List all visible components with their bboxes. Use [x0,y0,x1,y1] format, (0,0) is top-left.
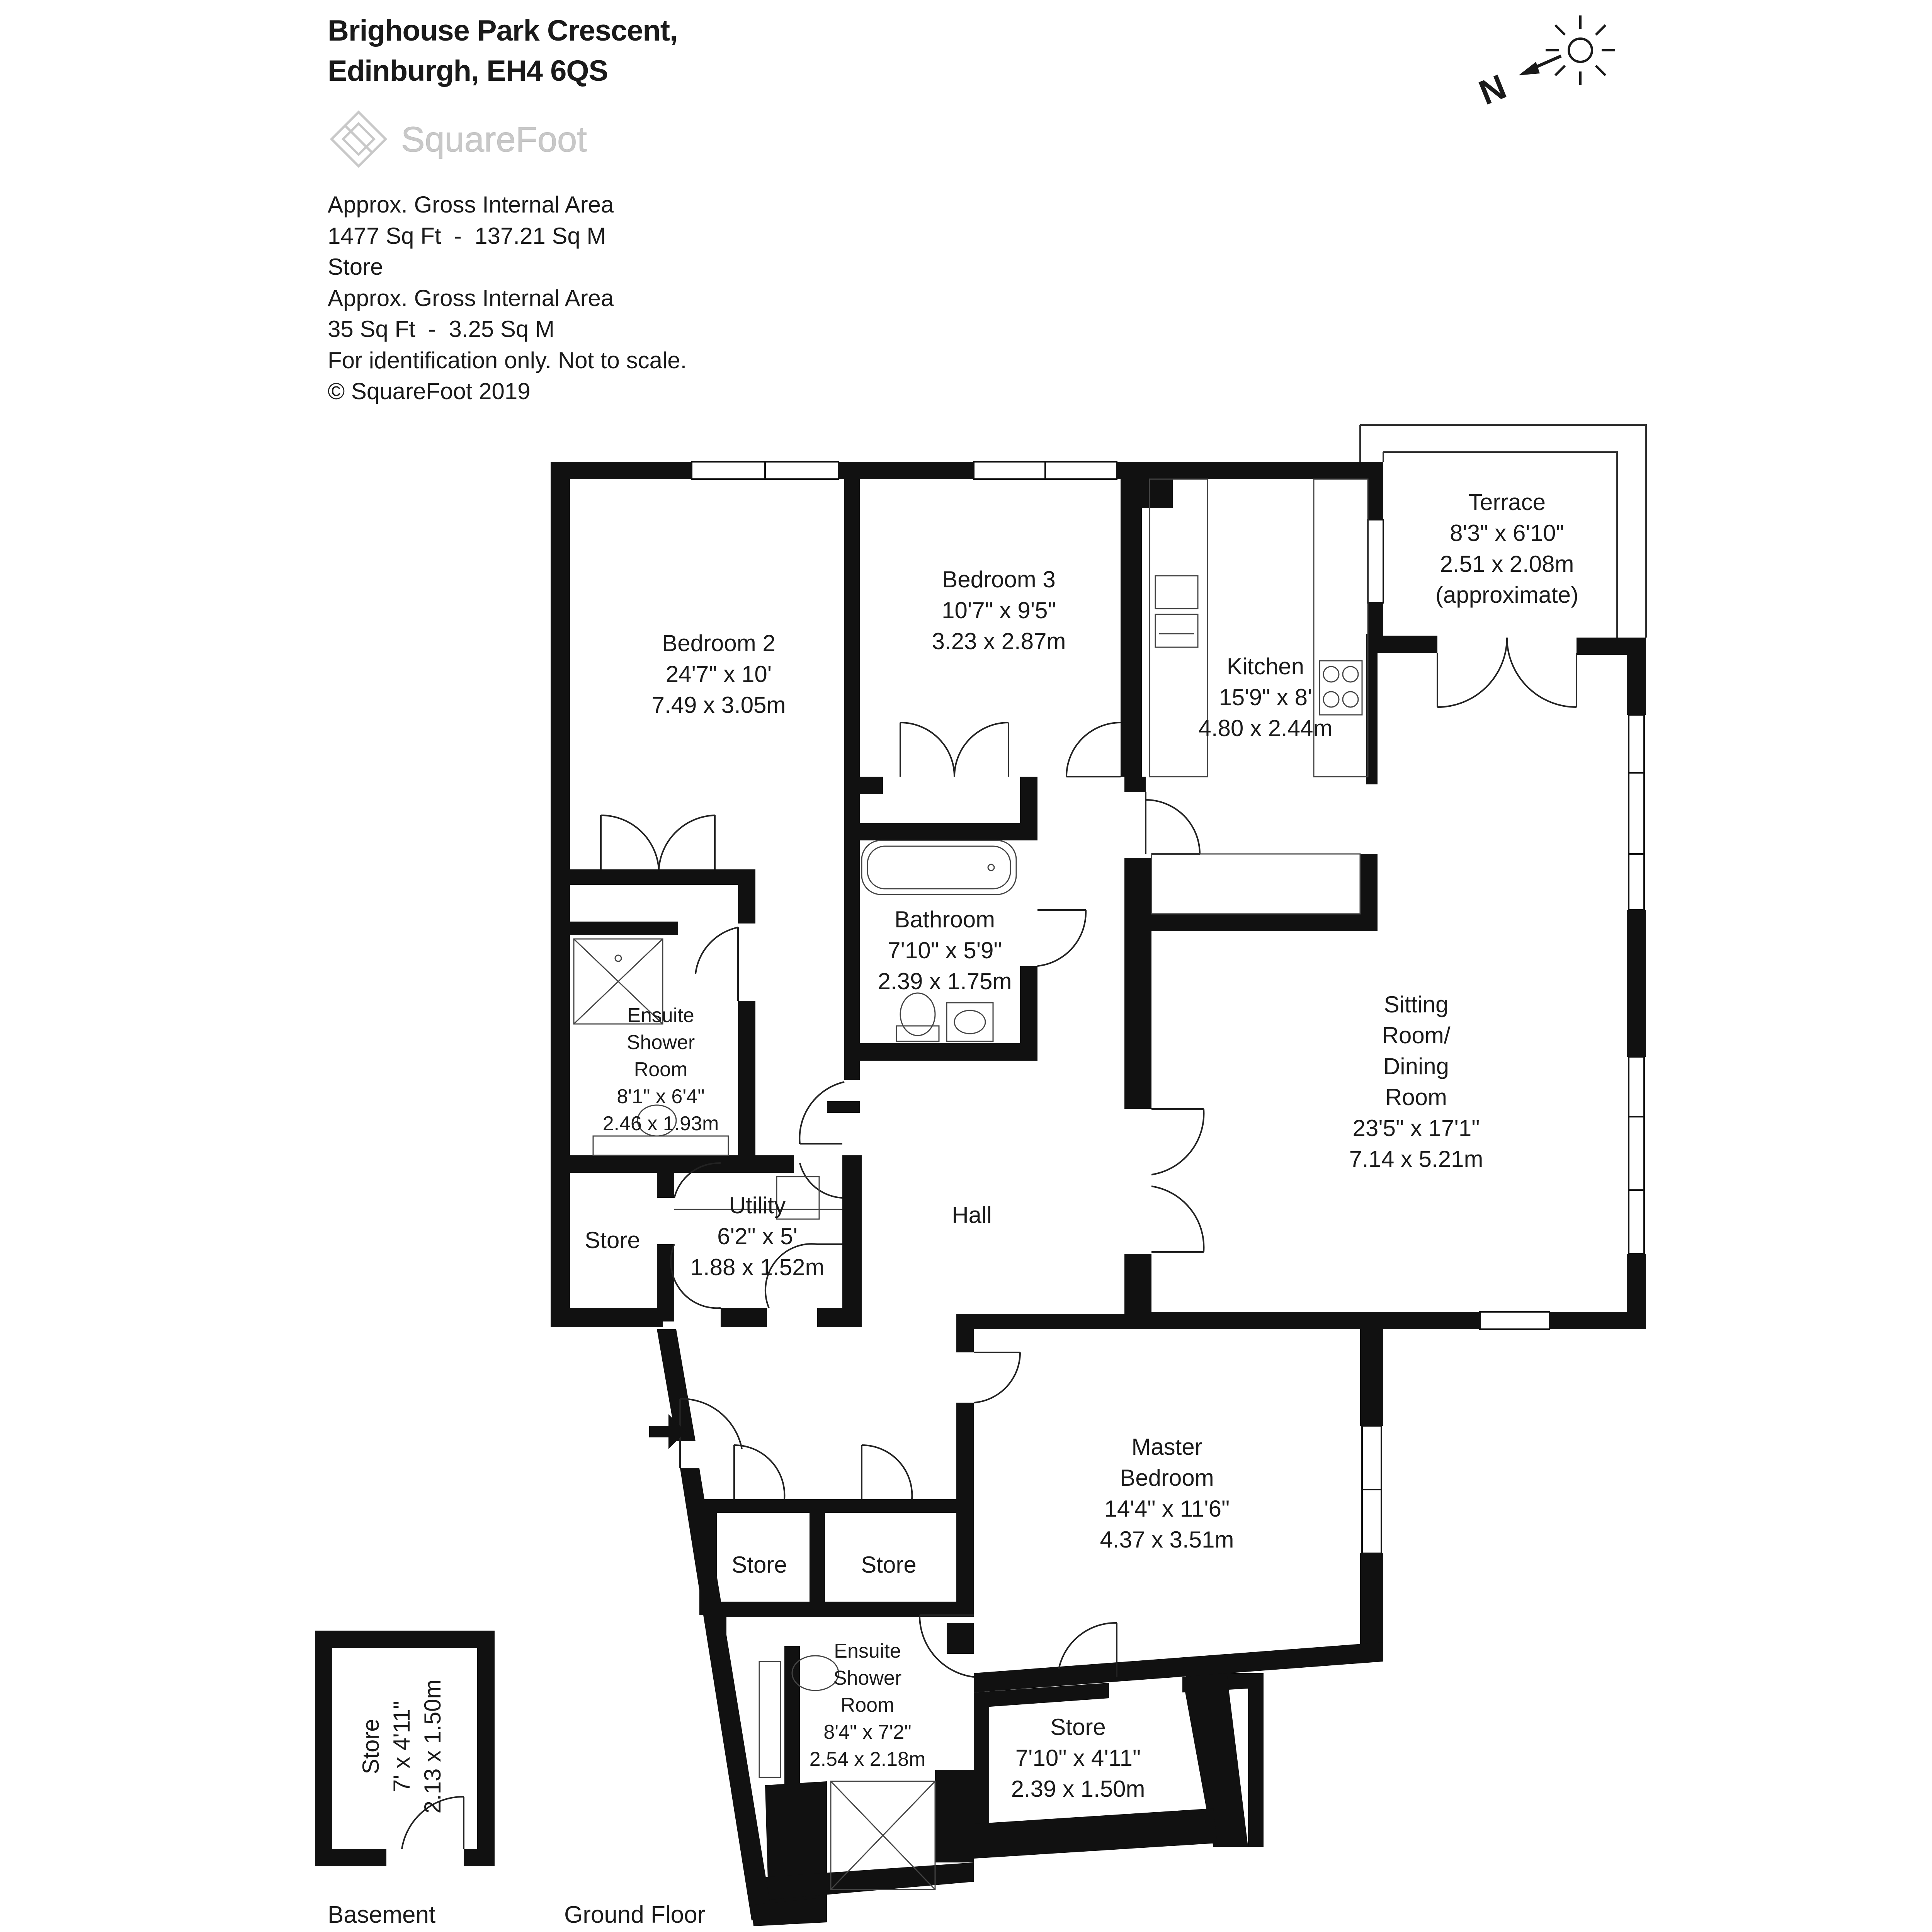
north-arrow-icon [1519,54,1562,75]
sitting-line4: Room [1385,1084,1447,1110]
master-imperial: 14'4" x 11'6" [1104,1496,1230,1522]
terrace-metric: 2.51 x 2.08m [1440,551,1574,577]
page-title: Brighouse Park Crescent, Edinburgh, EH4 … [328,11,678,91]
store-left-name: Store [585,1227,640,1253]
terrace-name: Terrace [1468,489,1546,515]
bedroom3-imperial: 10'7" x 9'5" [942,597,1056,623]
bedroom3-metric: 3.23 x 2.87m [932,628,1066,654]
sun-icon [1546,15,1615,85]
store-a-name: Store [731,1552,787,1578]
basement-store-name: Store [358,1719,384,1774]
title-line-1: Brighouse Park Crescent, [328,14,678,47]
ensuite2-line2: Shower [833,1667,901,1689]
bedroom2-name: Bedroom 2 [662,630,776,656]
walls [551,462,1646,1926]
bedroom2-metric: 7.49 x 3.05m [652,692,786,718]
floor-label-ground: Ground Floor [564,1901,706,1928]
compass: N [1474,15,1615,108]
terrace-outline [1359,424,1647,638]
bathroom-name: Bathroom [895,906,995,932]
sitting-metric: 7.14 x 5.21m [1349,1146,1483,1172]
ensuite1-line1: Ensuite [627,1004,694,1027]
sitting-line2: Room/ [1382,1022,1451,1048]
kitchen-metric: 4.80 x 2.44m [1199,715,1333,741]
info-line: © SquareFoot 2019 [328,378,531,404]
windows [691,461,1645,1554]
bathroom-imperial: 7'10" x 5'9" [888,937,1002,963]
bedroom3-name: Bedroom 3 [942,566,1056,592]
info-line: Approx. Gross Internal Area [328,192,614,218]
ensuite1-imperial: 8'1" x 6'4" [617,1085,704,1108]
kitchen-name: Kitchen [1227,653,1304,679]
basement-store-metric: 2.13 x 1.50m [420,1680,446,1814]
room-labels: Bedroom 2 24'7" x 10' 7.49 x 3.05m Bedro… [358,489,1578,1813]
fixtures [573,478,1369,1890]
store-bottom-name: Store [1050,1714,1105,1740]
ensuite1-line3: Room [634,1058,688,1081]
bedroom2-imperial: 24'7" x 10' [666,661,772,687]
terrace-note: (approximate) [1435,582,1578,608]
store-b-name: Store [861,1552,916,1578]
entrance-arrow-icon [649,1414,686,1449]
logo-text: SquareFoot [401,120,587,159]
ensuite2-line1: Ensuite [834,1640,901,1662]
utility-name: Utility [729,1192,786,1218]
kitchen-imperial: 15'9" x 8' [1219,684,1312,710]
utility-metric: 1.88 x 1.52m [690,1254,825,1280]
master-metric: 4.37 x 3.51m [1100,1527,1234,1553]
sitting-line1: Sitting [1384,992,1449,1017]
bathroom-metric: 2.39 x 1.75m [878,968,1012,994]
ensuite2-imperial: 8'4" x 7'2" [823,1721,911,1743]
info-line: For identification only. Not to scale. [328,347,687,373]
area-info: Approx. Gross Internal Area 1477 Sq Ft -… [328,189,687,407]
basement-store-imperial: 7' x 4'11" [389,1701,415,1793]
doors [600,637,1577,1678]
store-bottom-imperial: 7'10" x 4'11" [1015,1745,1141,1771]
ensuite1-line2: Shower [627,1031,695,1054]
master-line1: Master [1131,1434,1202,1460]
ensuite1-metric: 2.46 x 1.93m [603,1112,719,1135]
info-line: 1477 Sq Ft - 137.21 Sq M [328,223,606,249]
title-line-2: Edinburgh, EH4 6QS [328,54,608,87]
sitting-imperial: 23'5" x 17'1" [1352,1115,1480,1141]
squarefoot-logo: SquareFoot [330,110,587,168]
utility-imperial: 6'2" x 5' [717,1223,798,1249]
hall-name: Hall [952,1202,992,1228]
info-line: 35 Sq Ft - 3.25 Sq M [328,316,554,342]
info-line: Store [328,254,383,280]
sitting-line3: Dining [1383,1053,1449,1079]
floor-label-basement: Basement [328,1901,436,1928]
basement-store [315,1631,495,1866]
store-bottom-metric: 2.39 x 1.50m [1011,1776,1145,1802]
master-line2: Bedroom [1120,1465,1214,1491]
ensuite2-line3: Room [841,1694,895,1716]
ensuite2-metric: 2.54 x 2.18m [810,1748,926,1770]
info-line: Approx. Gross Internal Area [328,285,614,311]
terrace-imperial: 8'3" x 6'10" [1450,520,1564,546]
